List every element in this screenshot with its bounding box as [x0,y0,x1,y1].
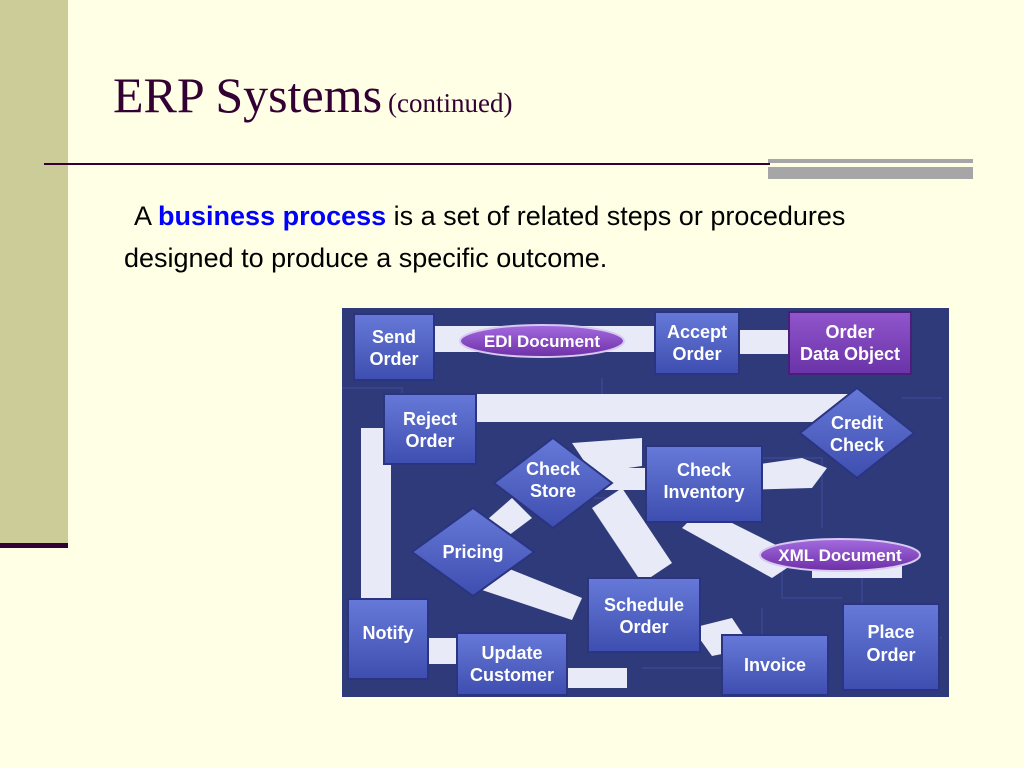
business-process-diagram: Send Order EDI Document Accept Order Ord… [342,308,949,697]
update-customer-line2: Customer [470,665,554,685]
invoice-label: Invoice [744,655,806,675]
reject-order-line1: Reject [403,409,457,429]
check-inventory-line1: Check [677,460,732,480]
oval-edi-document: EDI Document [459,324,625,358]
accept-order-line1: Accept [667,322,727,342]
node-send-order: Send Order [353,313,435,381]
title-main: ERP Systems [113,67,383,123]
node-invoice: Invoice [721,634,829,696]
node-check-store: Check Store [492,436,614,530]
node-pricing: Pricing [410,506,536,598]
node-schedule-order: Schedule Order [587,577,701,653]
node-place-order: Place Order [842,603,940,691]
update-customer-line1: Update [481,643,542,663]
credit-check-line1: Credit [831,413,883,433]
order-data-object-line2: Data Object [800,344,900,364]
left-bar-accent-line [0,543,68,548]
text-before: A [134,201,151,231]
send-order-line2: Order [369,349,418,369]
send-order-line1: Send [372,327,416,347]
text-after: is a set of related steps or procedures … [124,201,846,273]
edi-document-label: EDI Document [484,332,601,351]
schedule-order-line1: Schedule [604,595,684,615]
schedule-order-line2: Order [619,617,668,637]
node-order-data-object: Order Data Object [788,311,912,375]
node-check-inventory: Check Inventory [645,445,763,523]
oval-xml-document: XML Document [759,538,921,572]
left-decorative-bar [0,0,68,543]
definition-paragraph: A business process is a set of related s… [124,195,944,279]
title-divider [44,163,770,165]
order-data-object-line1: Order [825,322,874,342]
highlighted-term: business process [158,201,387,231]
title-suffix: (continued) [388,88,513,118]
node-credit-check: Credit Check [798,386,916,480]
notify-label: Notify [363,623,414,643]
accept-order-line2: Order [672,344,721,364]
check-store-line1: Check [526,459,581,479]
slide-title: ERP Systems(continued) [113,66,513,124]
node-notify: Notify [347,598,429,680]
divider-accent-top [768,159,973,163]
xml-document-label: XML Document [778,546,902,565]
place-order-line1: Place [867,622,914,642]
place-order-line2: Order [866,645,915,665]
node-reject-order: Reject Order [383,393,477,465]
check-store-line2: Store [530,481,576,501]
node-accept-order: Accept Order [654,311,740,375]
check-inventory-line2: Inventory [663,482,744,502]
divider-accent-bottom [768,167,973,179]
node-update-customer: Update Customer [456,632,568,696]
pricing-label: Pricing [442,542,503,562]
reject-order-line2: Order [405,431,454,451]
credit-check-line2: Check [830,435,885,455]
